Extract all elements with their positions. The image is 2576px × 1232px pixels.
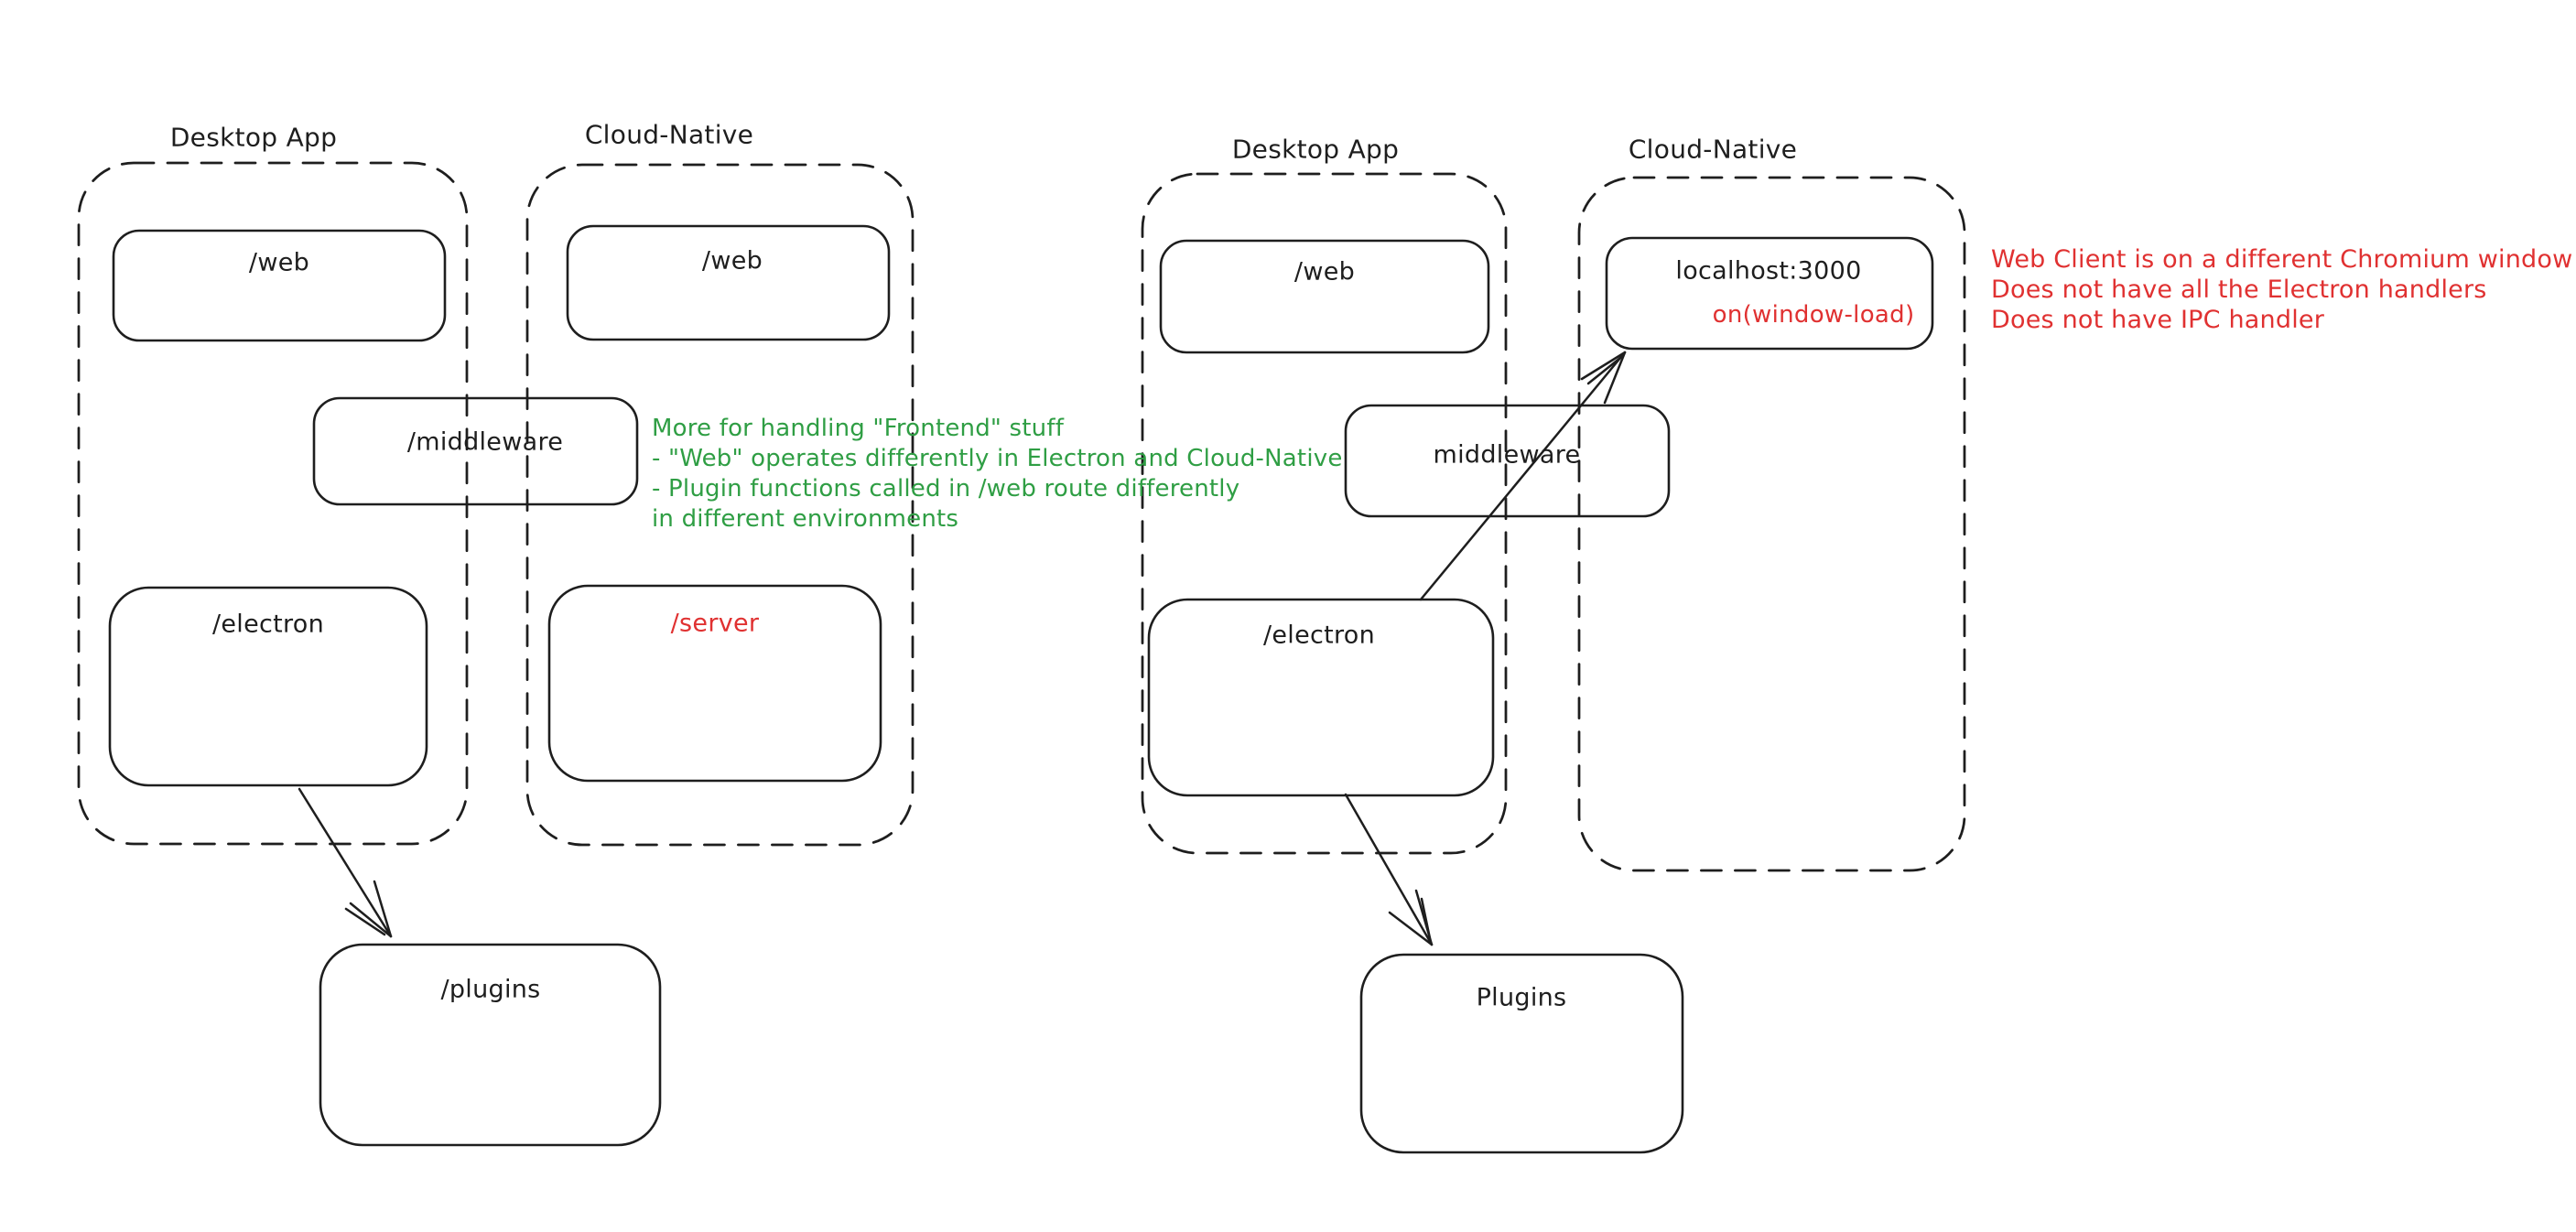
container-desktop-app-right[interactable]: [1141, 172, 1508, 855]
box-web-left-cloud[interactable]: [566, 224, 891, 341]
green-annotation-line: - "Web" operates differently in Electron…: [652, 445, 1343, 472]
box-server[interactable]: [547, 584, 882, 783]
green-annotation-line: - Plugin functions called in /web route …: [652, 475, 1240, 503]
arrow-electron-to-localhost[interactable]: [1419, 351, 1627, 601]
arrow-shaft: [298, 787, 393, 938]
arrowhead-barb: [1603, 351, 1627, 405]
label-electron-right[interactable]: /electron: [1262, 621, 1376, 650]
label-middleware-left[interactable]: /middleware: [406, 427, 564, 457]
green-annotation-line: in different environments: [652, 505, 959, 533]
label-web-left-desktop[interactable]: /web: [248, 248, 310, 277]
arrowhead-sketch-stroke: [1420, 897, 1433, 945]
arrowhead-barb: [349, 902, 393, 938]
label-server[interactable]: /server: [670, 609, 760, 638]
label-desktop-app-left[interactable]: Desktop App: [169, 122, 338, 153]
box-electron-left[interactable]: [108, 586, 428, 787]
arrowhead-barb: [1388, 911, 1434, 946]
arrow-shaft: [1419, 351, 1627, 601]
arrowhead-barb: [373, 880, 393, 938]
arrow-shaft: [1344, 793, 1434, 946]
box-middleware-left[interactable]: [312, 396, 639, 506]
box-middleware-right[interactable]: [1344, 404, 1671, 518]
label-cloud-native-right[interactable]: Cloud-Native: [1628, 134, 1798, 165]
label-web-right[interactable]: /web: [1293, 257, 1356, 286]
box-web-right[interactable]: [1159, 239, 1490, 354]
label-web-left-cloud[interactable]: /web: [701, 246, 763, 276]
label-plugins-left[interactable]: /plugins: [440, 975, 541, 1004]
label-on-window-load[interactable]: on(window-load): [1712, 301, 1915, 329]
label-plugins-right[interactable]: Plugins: [1476, 983, 1567, 1012]
red-annotation-line: Web Client is on a different Chromium wi…: [1991, 245, 2573, 274]
red-annotation-line: Does not have all the Electron handlers: [1991, 276, 2487, 304]
container-cloud-native-right[interactable]: [1577, 176, 1966, 872]
label-localhost-3000[interactable]: localhost:3000: [1675, 256, 1862, 286]
arrow-electron-to-plugins-left[interactable]: [298, 787, 393, 938]
label-cloud-native-left[interactable]: Cloud-Native: [584, 119, 754, 150]
red-annotation[interactable]: Web Client is on a different Chromium wi…: [1991, 244, 2572, 335]
arrow-electron-to-plugins-right[interactable]: [1344, 793, 1434, 946]
arrowhead-sketch-stroke: [1586, 356, 1622, 385]
label-middleware-right[interactable]: middleware: [1433, 440, 1581, 470]
arrowhead-sketch-stroke: [344, 907, 386, 936]
red-annotation-line: Does not have IPC handler: [1991, 306, 2325, 334]
green-annotation[interactable]: More for handling "Frontend" stuff - "We…: [652, 414, 1343, 535]
box-web-left-desktop[interactable]: [112, 229, 447, 342]
box-electron-right[interactable]: [1147, 598, 1495, 797]
box-plugins-left[interactable]: [319, 943, 662, 1147]
arrowhead-barb: [1580, 351, 1627, 381]
label-electron-left[interactable]: /electron: [211, 610, 325, 639]
box-localhost-3000[interactable]: [1605, 236, 1934, 351]
green-annotation-line: More for handling "Frontend" stuff: [652, 415, 1065, 442]
box-plugins-right[interactable]: [1359, 953, 1684, 1154]
label-desktop-app-right[interactable]: Desktop App: [1231, 134, 1400, 165]
